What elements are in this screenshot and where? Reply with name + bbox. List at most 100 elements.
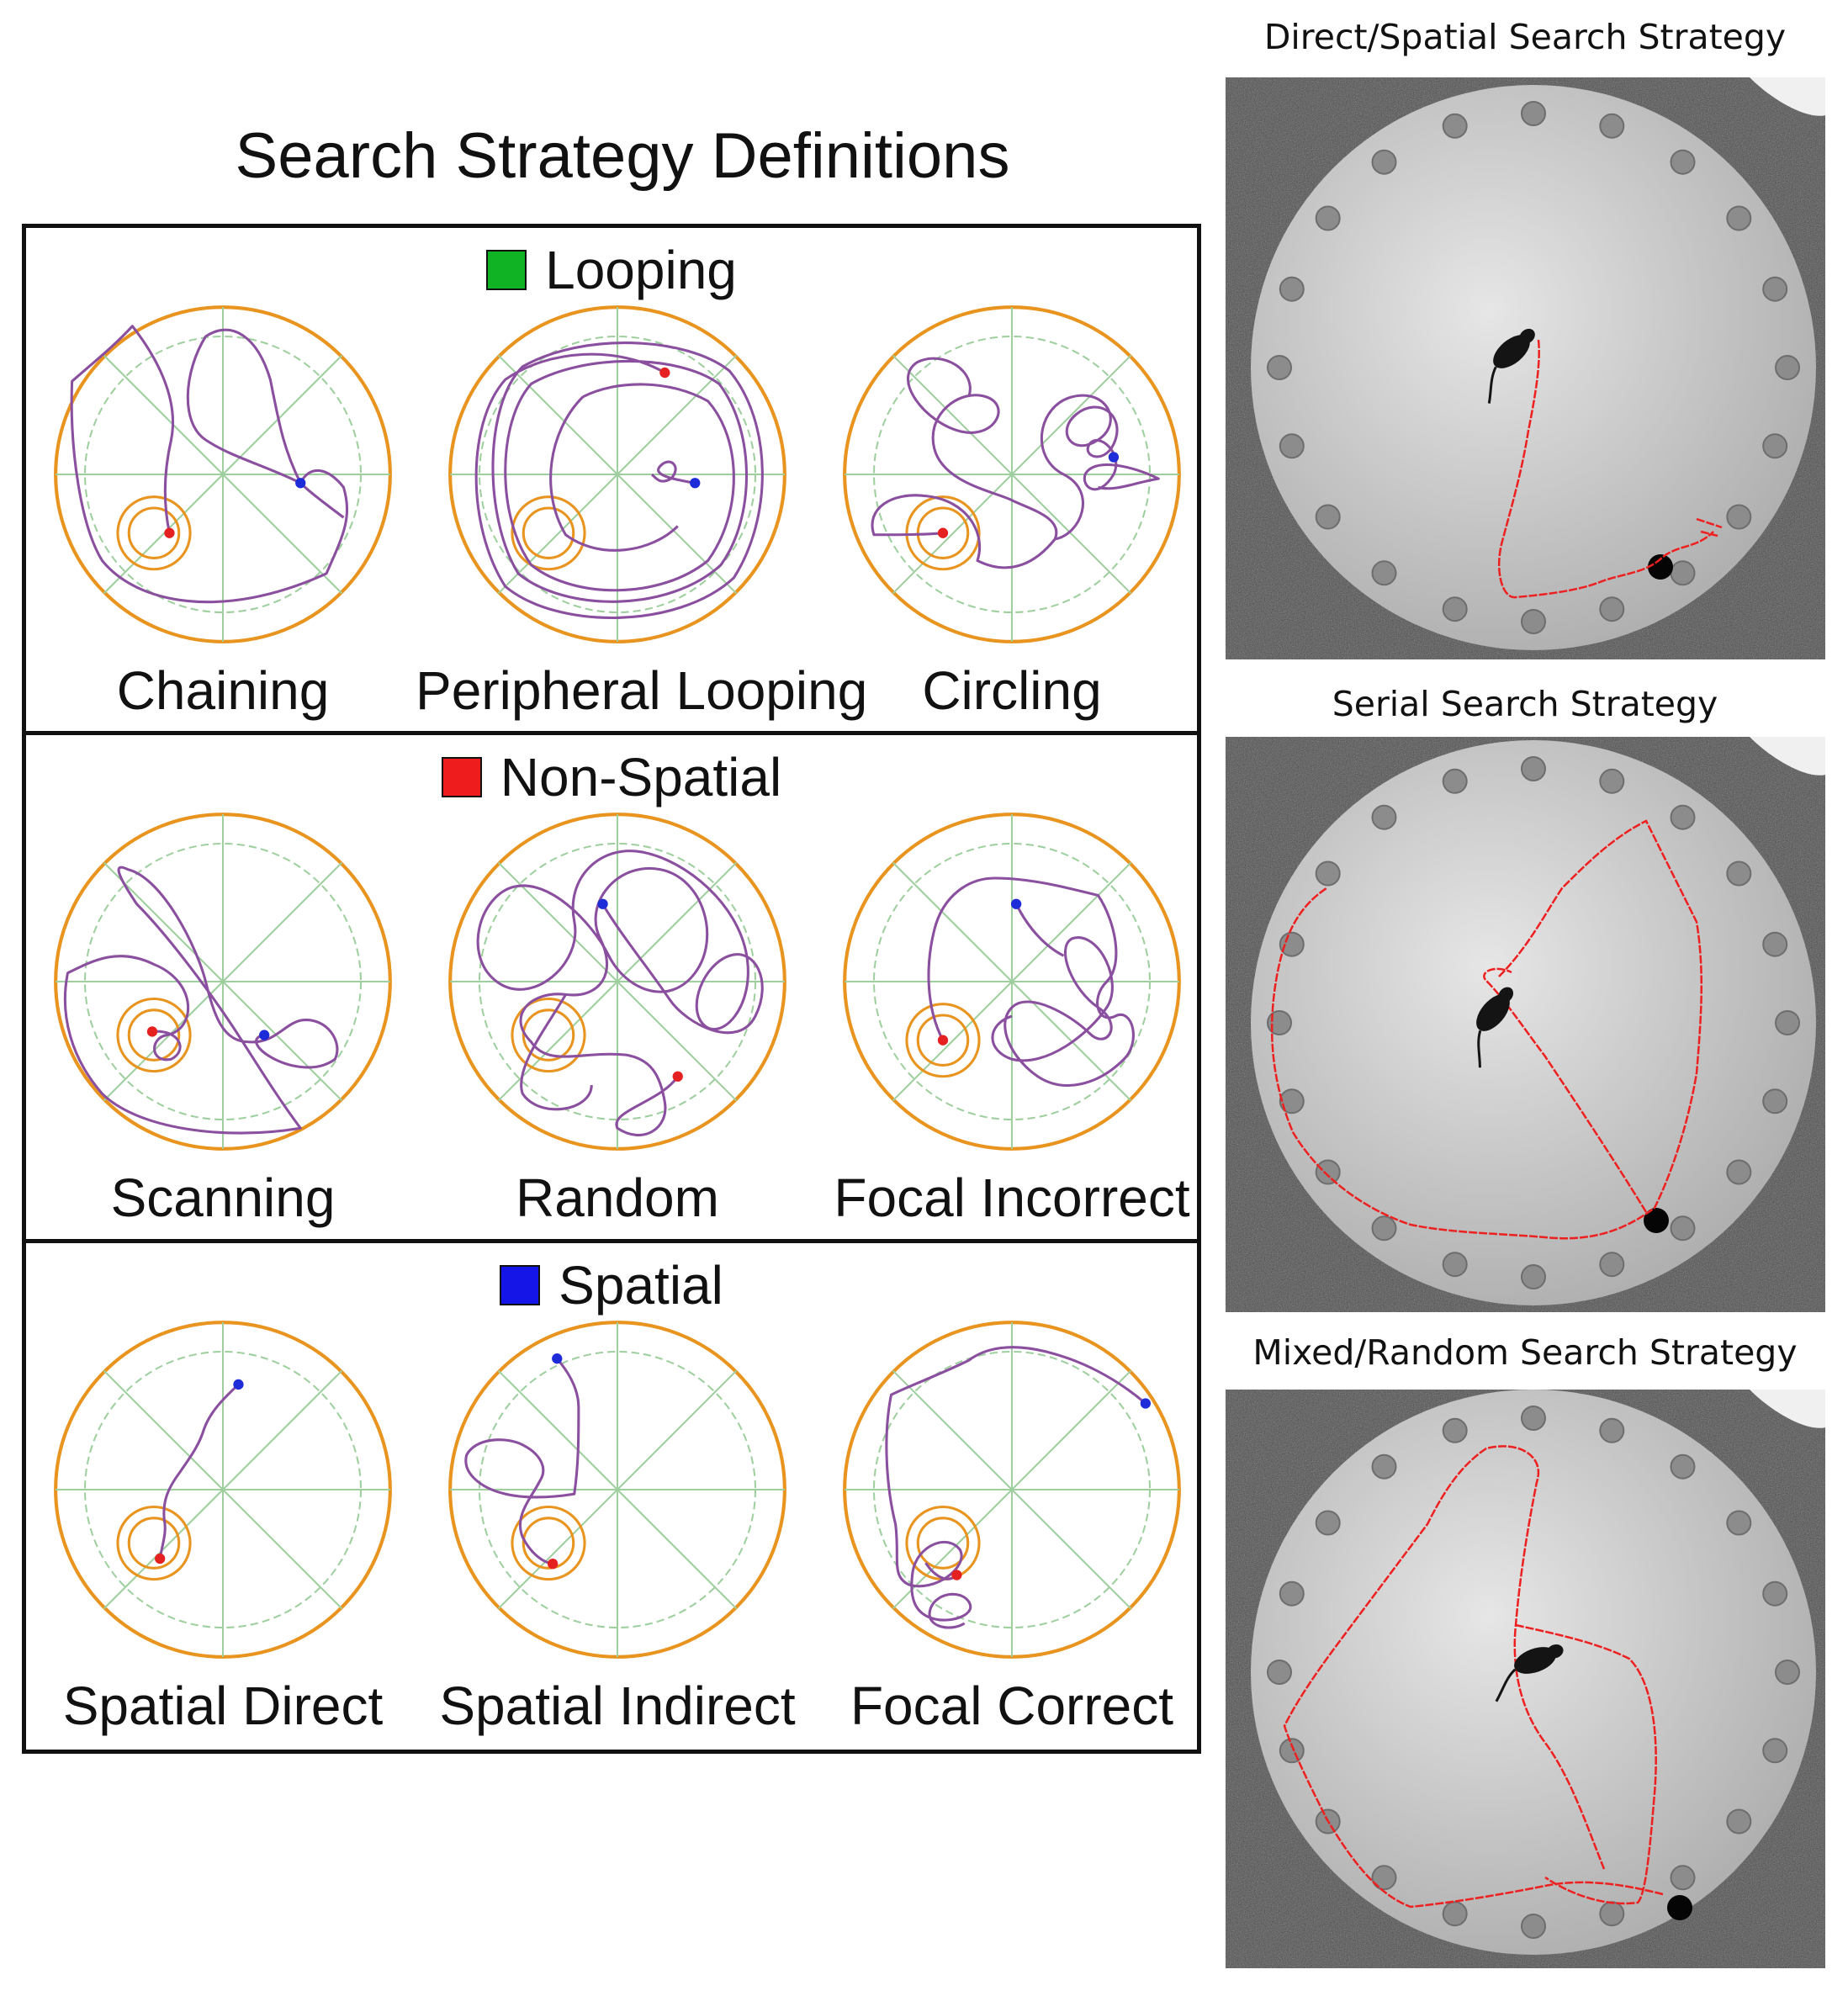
- lab-object: [1750, 737, 1825, 776]
- start-point-marker: [690, 478, 701, 489]
- swim-path: [63, 866, 339, 1135]
- grid-line-diagonal: [103, 861, 343, 1102]
- maze-hole: [1762, 1580, 1788, 1607]
- maze-hole: [1442, 1252, 1468, 1278]
- grid-line-diagonal: [892, 1369, 1132, 1610]
- maze-hole: [1726, 1510, 1752, 1536]
- panel-header: Looping: [26, 236, 1197, 304]
- maze-hole: [1442, 1901, 1468, 1927]
- lab-object: [1750, 77, 1825, 116]
- start-point-marker: [597, 898, 608, 909]
- maze-hole: [1315, 860, 1341, 887]
- maze-hole: [1521, 1264, 1546, 1289]
- swim-path: [158, 1383, 240, 1559]
- target-zone-outer: [116, 1505, 192, 1581]
- maze-hole: [1442, 1417, 1468, 1443]
- swim-path: [474, 341, 764, 619]
- maze-hole: [1371, 149, 1397, 175]
- looping-color-swatch: [486, 250, 527, 290]
- target-zone-inner: [522, 1517, 575, 1570]
- maze-platform: [1251, 85, 1816, 650]
- target-zone-inner: [522, 1009, 575, 1062]
- maze-hole: [1279, 1088, 1305, 1114]
- maze-hole: [1371, 560, 1397, 586]
- mouse-silhouette: [1495, 1644, 1564, 1702]
- swim-path: [927, 876, 1135, 1087]
- maze-hole: [1521, 756, 1546, 781]
- maze-hole: [1315, 1159, 1341, 1185]
- track-peripheral-looping: [448, 305, 786, 643]
- escape-hole: [1644, 1208, 1669, 1233]
- start-point-marker: [259, 1030, 270, 1040]
- track-label: Focal Incorrect: [834, 1167, 1190, 1228]
- maze-hole: [1599, 113, 1625, 139]
- maze-hole: [1279, 433, 1305, 459]
- panel-non-spatial: Non-Spatial Scanning Random Focal Incorr…: [22, 731, 1201, 1243]
- grid-line-diagonal: [892, 861, 1132, 1102]
- start-point-marker: [552, 1353, 563, 1364]
- lab-object: [1750, 1390, 1825, 1428]
- track-label: Circling: [922, 660, 1102, 721]
- target-zone-inner: [127, 1009, 181, 1062]
- track-focal-correct: [843, 1321, 1181, 1659]
- maze-hole: [1279, 1580, 1305, 1607]
- panel-header: Spatial: [26, 1252, 1197, 1319]
- target-zone-outer: [905, 495, 981, 571]
- panel-header: Non-Spatial: [26, 744, 1197, 811]
- target-zone-outer: [116, 997, 192, 1073]
- end-point-marker: [155, 1553, 166, 1565]
- panel-title: Spatial: [559, 1255, 723, 1316]
- track-label: Chaining: [116, 660, 330, 721]
- maze-hole: [1762, 276, 1788, 302]
- track-chaining: [54, 305, 392, 643]
- maze-hole: [1670, 1215, 1696, 1242]
- escape-hole: [1667, 1895, 1692, 1920]
- end-point-marker: [951, 1570, 962, 1580]
- strategy-title-direct: Direct/Spatial Search Strategy: [1263, 17, 1787, 57]
- maze-hole: [1315, 1510, 1341, 1536]
- target-zone-inner: [916, 1014, 970, 1067]
- maze-hole: [1599, 1417, 1625, 1443]
- track-scanning: [54, 813, 392, 1151]
- strategy-title-serial: Serial Search Strategy: [1332, 684, 1718, 724]
- swim-path: [871, 357, 1160, 569]
- track-random: [448, 813, 786, 1151]
- mouse-silhouette: [1487, 328, 1535, 404]
- target-zone-outer: [116, 495, 192, 571]
- maze-hole: [1521, 101, 1546, 126]
- maze-hole: [1762, 433, 1788, 459]
- end-point-marker: [146, 1026, 158, 1037]
- maze-hole: [1775, 1010, 1800, 1035]
- maze-hole: [1279, 276, 1305, 302]
- maze-hole: [1442, 596, 1468, 622]
- panel-title: Looping: [545, 240, 737, 300]
- start-point-marker: [1010, 898, 1022, 909]
- maze-hole: [1762, 1738, 1788, 1764]
- start-point-marker: [1140, 1398, 1152, 1409]
- maze-hole: [1775, 355, 1800, 380]
- target-zone-outer: [905, 1003, 981, 1078]
- maze-hole: [1726, 1159, 1752, 1185]
- maze-hole: [1521, 609, 1546, 634]
- track-spatial-direct: [54, 1321, 392, 1659]
- mouse-path: [1283, 1445, 1664, 1909]
- maze-hole: [1599, 768, 1625, 794]
- maze-hole: [1599, 1252, 1625, 1278]
- maze-hole: [1267, 1010, 1292, 1035]
- maze-photo-serial: [1226, 737, 1825, 1312]
- strategy-title-mixed: Mixed/Random Search Strategy: [1252, 1332, 1798, 1373]
- track-label: Spatial Direct: [62, 1676, 384, 1736]
- swim-path: [476, 850, 764, 1137]
- maze-hole: [1726, 860, 1752, 887]
- maze-hole: [1726, 504, 1752, 530]
- maze-hole: [1599, 596, 1625, 622]
- maze-hole: [1599, 1901, 1625, 1927]
- track-label: Peripheral Looping: [416, 660, 868, 721]
- escape-hole: [1648, 554, 1673, 580]
- start-point-marker: [1108, 452, 1120, 463]
- track-label: Random: [516, 1167, 719, 1228]
- grid-line-diagonal: [103, 354, 343, 595]
- maze-hole: [1726, 1808, 1752, 1835]
- maze-hole: [1267, 355, 1292, 380]
- end-point-marker: [672, 1071, 683, 1082]
